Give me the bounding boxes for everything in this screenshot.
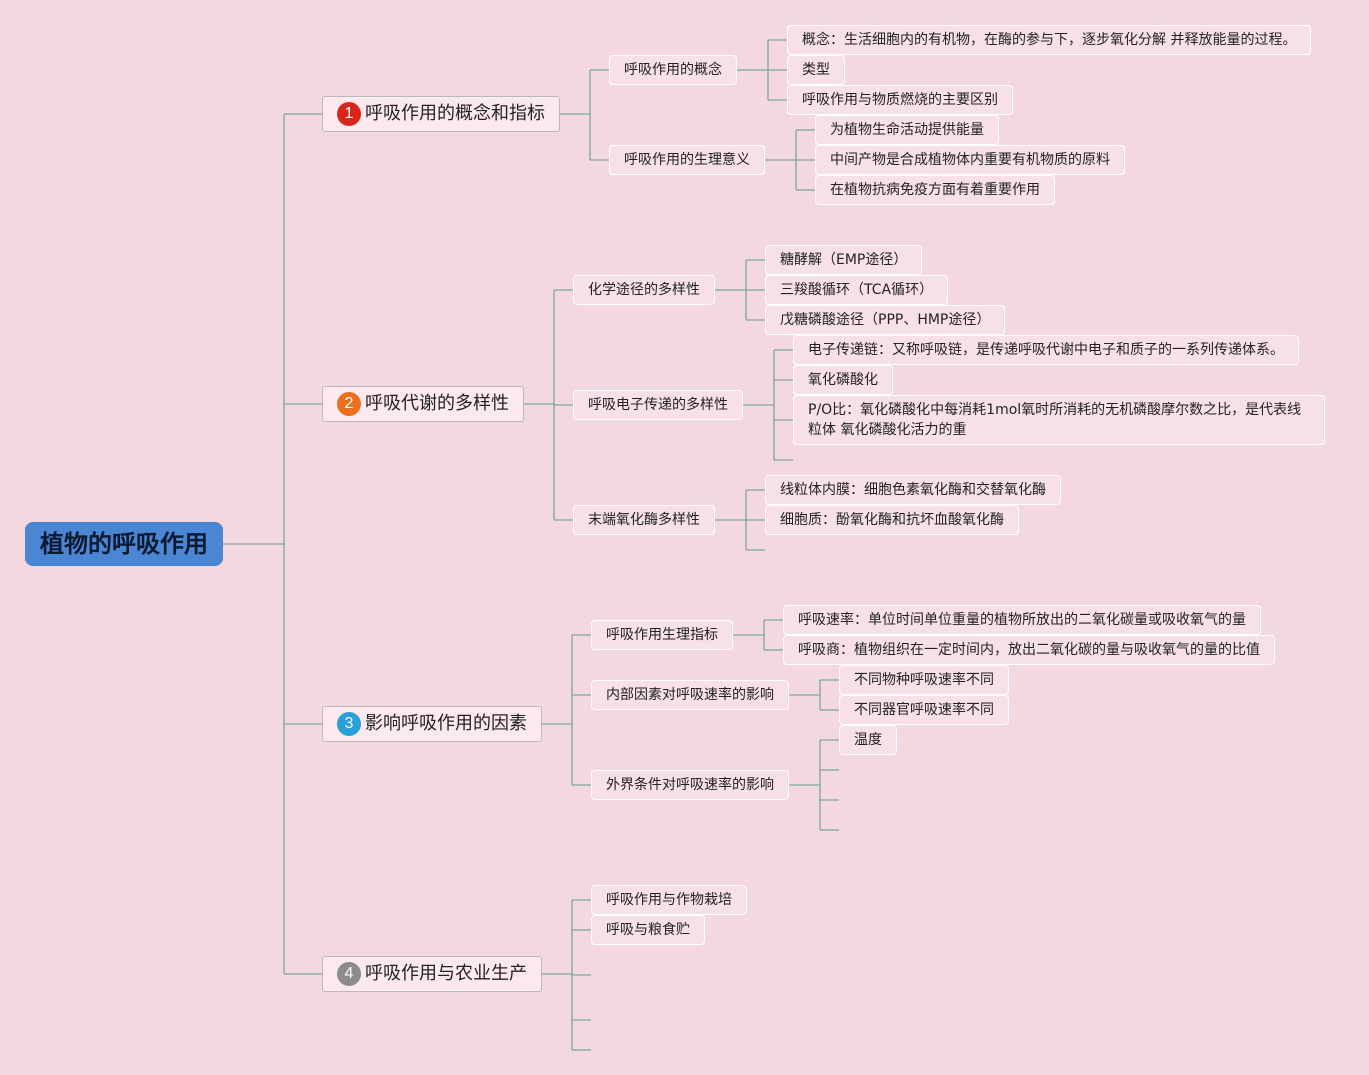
leaf-cytoplasm-oxidases[interactable]: 细胞质：酚氧化酶和抗坏血酸氧化酶	[765, 505, 1019, 535]
subtopic-physiological-indicators[interactable]: 呼吸作用生理指标	[591, 620, 733, 650]
leaf-temperature[interactable]: 温度	[839, 725, 897, 755]
leaf-disease-immunity[interactable]: 在植物抗病免疫方面有着重要作用	[815, 175, 1055, 205]
leaf-concept-definition[interactable]: 概念：生活细胞内的有机物，在酶的参与下，逐步氧化分解 并释放能量的过程。	[787, 25, 1312, 55]
subtopic-chemical-pathways[interactable]: 化学途径的多样性	[573, 275, 715, 305]
branch-2-label: 呼吸代谢的多样性	[365, 393, 509, 414]
number-4-badge-icon: 4	[337, 962, 361, 986]
branch-4-label: 呼吸作用与农业生产	[365, 963, 527, 984]
branch-4-topic[interactable]: 4 呼吸作用与农业生产	[322, 956, 542, 992]
branch-3-label: 影响呼吸作用的因素	[365, 713, 527, 734]
leaf-respiratory-quotient[interactable]: 呼吸商：植物组织在一定时间内，放出二氧化碳的量与吸收氧气的量的比值	[783, 635, 1275, 665]
branch-1-label: 呼吸作用的概念和指标	[365, 103, 545, 124]
leaf-tca-cycle[interactable]: 三羧酸循环（TCA循环）	[765, 275, 949, 305]
branch-3-topic[interactable]: 3 影响呼吸作用的因素	[322, 706, 542, 742]
leaf-intermediate-products[interactable]: 中间产物是合成植物体内重要有机物质的原料	[815, 145, 1125, 175]
subtopic-internal-factors[interactable]: 内部因素对呼吸速率的影响	[591, 680, 789, 710]
leaf-provide-energy[interactable]: 为植物生命活动提供能量	[815, 115, 999, 145]
branch-2-topic[interactable]: 2 呼吸代谢的多样性	[322, 386, 524, 422]
subtopic-respiration-concept[interactable]: 呼吸作用的概念	[609, 55, 737, 85]
leaf-ppp-pathway[interactable]: 戊糖磷酸途径（PPP、HMP途径）	[765, 305, 1006, 335]
leaf-species-difference[interactable]: 不同物种呼吸速率不同	[839, 665, 1009, 695]
root-topic[interactable]: 植物的呼吸作用	[25, 522, 223, 566]
subtopic-external-conditions[interactable]: 外界条件对呼吸速率的影响	[591, 770, 789, 800]
leaf-organ-difference[interactable]: 不同器官呼吸速率不同	[839, 695, 1009, 725]
leaf-electron-transport-chain[interactable]: 电子传递链：又称呼吸链，是传递呼吸代谢中电子和质子的一系列传递体系。	[793, 335, 1299, 365]
subtopic-electron-transport[interactable]: 呼吸电子传递的多样性	[573, 390, 743, 420]
subtopic-grain-storage[interactable]: 呼吸与粮食贮	[591, 915, 705, 945]
leaf-types[interactable]: 类型	[787, 55, 845, 85]
leaf-emp-pathway[interactable]: 糖酵解（EMP途径）	[765, 245, 923, 275]
subtopic-physiological-significance[interactable]: 呼吸作用的生理意义	[609, 145, 765, 175]
subtopic-terminal-oxidases[interactable]: 末端氧化酶多样性	[573, 505, 715, 535]
number-3-badge-icon: 3	[337, 712, 361, 736]
number-1-badge-icon: 1	[337, 102, 361, 126]
subtopic-crop-cultivation[interactable]: 呼吸作用与作物栽培	[591, 885, 747, 915]
leaf-po-ratio[interactable]: P/O比：氧化磷酸化中每消耗1mol氧时所消耗的无机磷酸摩尔数之比，是代表线粒体…	[793, 395, 1325, 445]
leaf-mitochondrial-inner-membrane[interactable]: 线粒体内膜：细胞色素氧化酶和交替氧化酶	[765, 475, 1061, 505]
leaf-difference-from-combustion[interactable]: 呼吸作用与物质燃烧的主要区别	[787, 85, 1013, 115]
leaf-oxidative-phosphorylation[interactable]: 氧化磷酸化	[793, 365, 893, 395]
leaf-respiration-rate[interactable]: 呼吸速率：单位时间单位重量的植物所放出的二氧化碳量或吸收氧气的量	[783, 605, 1261, 635]
number-2-badge-icon: 2	[337, 392, 361, 416]
branch-1-topic[interactable]: 1 呼吸作用的概念和指标	[322, 96, 560, 132]
